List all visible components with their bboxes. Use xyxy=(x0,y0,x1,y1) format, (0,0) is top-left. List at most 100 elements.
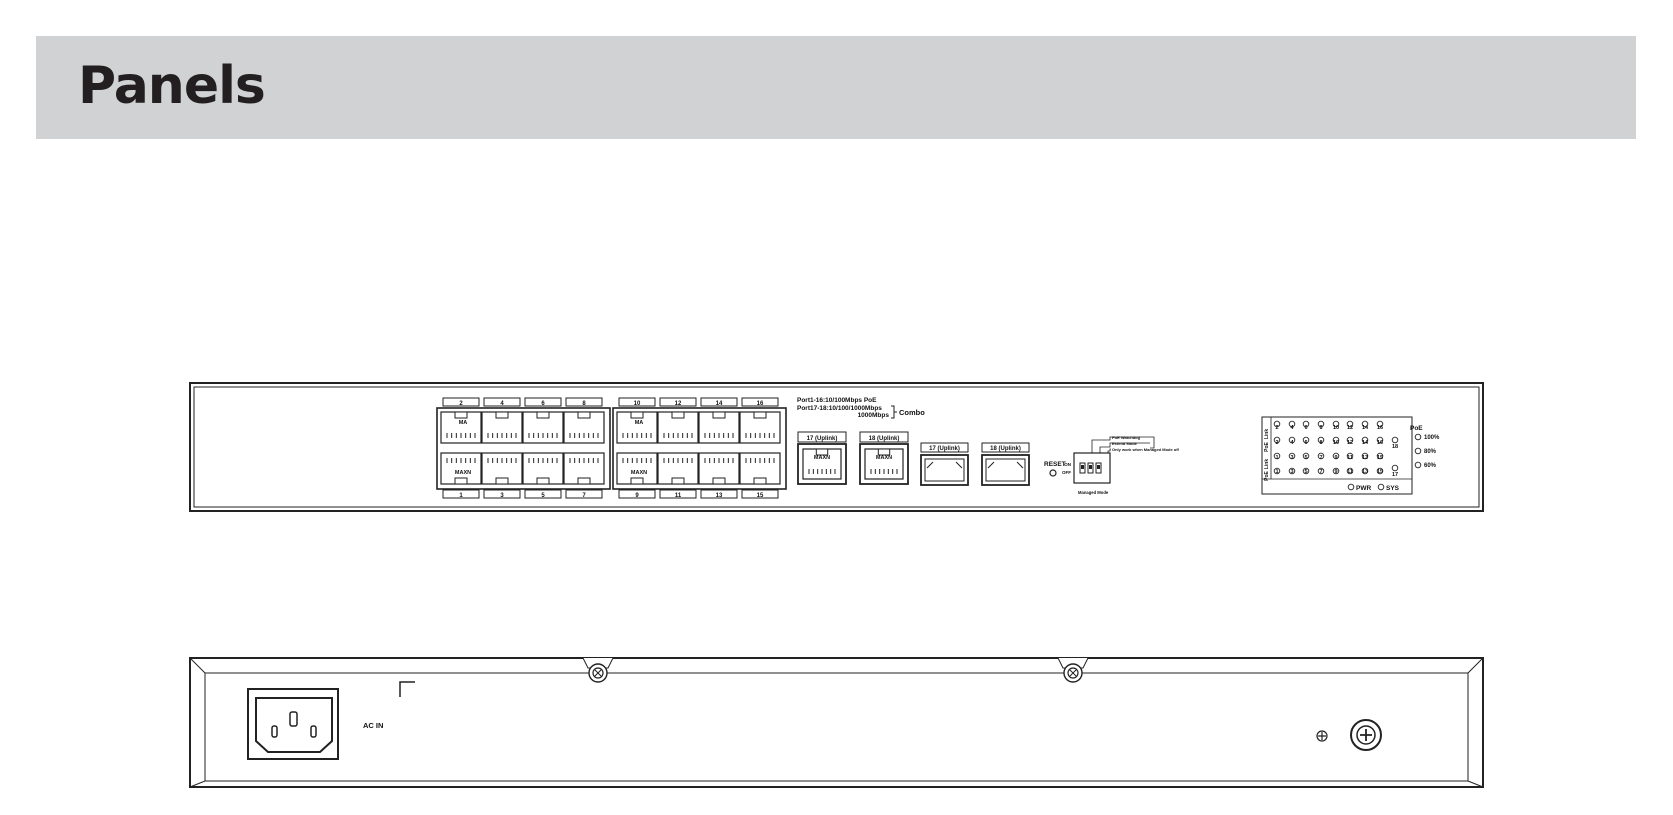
port-led-number: 9 xyxy=(1334,469,1337,475)
led-row-tag: Link xyxy=(1264,429,1270,439)
uplink-rj45-jack-latch xyxy=(815,448,829,456)
port-led-number: 16 xyxy=(1377,440,1383,446)
port-led-number: 15 xyxy=(1377,455,1383,461)
port-led xyxy=(1332,467,1340,475)
uplink-rj45-label-box xyxy=(859,431,909,443)
port-led xyxy=(1376,452,1384,460)
led-row-tag: Link xyxy=(1264,459,1270,469)
port-led-number: 7 xyxy=(1319,469,1322,475)
port-led xyxy=(1361,467,1369,475)
rear-corner-mark xyxy=(399,681,415,697)
port-led xyxy=(1346,436,1354,444)
port-led-number: 6 xyxy=(1304,425,1307,431)
uplink-sfp-label: 17 (Uplink) xyxy=(929,446,960,452)
reset-pinhole xyxy=(1049,469,1057,477)
port-led xyxy=(1317,436,1325,444)
port-led xyxy=(1332,420,1340,428)
port-led-number: 11 xyxy=(1347,455,1353,461)
rj45-port-bottom-latch xyxy=(577,477,591,485)
bottom-port-label: 1 xyxy=(459,493,463,499)
dip-bottom-label: Managed Mode xyxy=(1078,490,1109,495)
title-banner: Panels xyxy=(36,36,1636,139)
bottom-port-label-box xyxy=(565,489,603,499)
sys-led xyxy=(1377,483,1385,491)
port-block-right xyxy=(612,407,787,490)
top-port-label-box xyxy=(700,397,738,407)
bottom-port-label-box xyxy=(700,489,738,499)
port-led-number: 3 xyxy=(1290,455,1293,461)
port-spec-line: 1000Mbps xyxy=(858,412,890,419)
dip-leader-lines xyxy=(1091,436,1155,453)
poe-level-label: 100% xyxy=(1424,435,1440,441)
rj45-mark: MA xyxy=(635,420,644,426)
port-led xyxy=(1332,436,1340,444)
top-port-label-box xyxy=(483,397,521,407)
rj45-port-bottom-latch xyxy=(671,477,685,485)
ac-inlet-pin xyxy=(271,725,278,738)
led-row-tag: PoE xyxy=(1264,470,1270,480)
top-port-label-box xyxy=(659,397,697,407)
uplink-sfp-cage xyxy=(924,458,965,482)
port-led xyxy=(1288,436,1296,444)
bottom-port-label: 5 xyxy=(541,493,545,499)
port-led-number: 5 xyxy=(1304,455,1307,461)
dip-switch-knob xyxy=(1089,465,1092,469)
port-led xyxy=(1376,436,1384,444)
rj45-port-top-latch xyxy=(536,411,550,419)
combo-label: Combo xyxy=(899,408,925,417)
port-led-number: 3 xyxy=(1290,469,1293,475)
port-led-number: 8 xyxy=(1319,440,1322,446)
port-led xyxy=(1361,452,1369,460)
port-led-number: 7 xyxy=(1319,455,1322,461)
bottom-port-label: 13 xyxy=(716,493,723,499)
top-port-label: 4 xyxy=(500,401,504,407)
rj45-port-bottom-latch xyxy=(495,477,509,485)
port-led-number: 12 xyxy=(1347,425,1353,431)
bottom-port-label: 3 xyxy=(500,493,504,499)
led-row-tag: PoE xyxy=(1264,441,1270,451)
top-port-label: 2 xyxy=(459,401,463,407)
poe-level-led xyxy=(1414,433,1422,441)
port-led-number: 9 xyxy=(1334,455,1337,461)
bottom-port-label: 9 xyxy=(635,493,639,499)
page-title: Panels xyxy=(78,56,266,116)
port-led xyxy=(1317,452,1325,460)
port-led-number: 16 xyxy=(1377,425,1383,431)
port-led-number: 11 xyxy=(1347,469,1353,475)
rj45-port-top-latch xyxy=(630,411,644,419)
pwr-led xyxy=(1347,483,1355,491)
port-led-number: 15 xyxy=(1377,469,1383,475)
dip-on-label: ON xyxy=(1064,462,1071,467)
port-led-number: 2 xyxy=(1275,425,1278,431)
rear-screw-cross xyxy=(1069,669,1077,677)
port-led xyxy=(1302,436,1310,444)
rj45-mark: MAXN xyxy=(455,470,471,476)
bottom-port-label-box xyxy=(659,489,697,499)
port-led xyxy=(1361,436,1369,444)
bottom-port-label-box xyxy=(741,489,779,499)
top-port-label-box xyxy=(524,397,562,407)
uplink-sfp-port xyxy=(981,454,1030,486)
uplink-sfp-cage xyxy=(985,458,1026,482)
port-led xyxy=(1273,452,1281,460)
top-port-label-box xyxy=(741,397,779,407)
uplink-sfp-clip xyxy=(926,461,963,469)
dip-switch-knob xyxy=(1081,465,1084,469)
top-port-label-box xyxy=(565,397,603,407)
top-port-label: 8 xyxy=(582,401,586,407)
rj45-port-bottom-latch xyxy=(630,477,644,485)
port-led-number: 12 xyxy=(1347,440,1353,446)
uplink-rj45-mark: MAXN xyxy=(814,455,830,461)
top-port-label: 6 xyxy=(541,401,545,407)
bottom-port-label: 15 xyxy=(757,493,764,499)
port-block-left xyxy=(436,407,611,490)
uplink-rj45-label: 18 (Uplink) xyxy=(869,436,900,442)
port-led-number: 1 xyxy=(1275,469,1278,475)
port-led xyxy=(1391,464,1399,472)
front-panel-inner-outline xyxy=(193,386,1480,508)
port-led-number: 17 xyxy=(1392,472,1398,478)
port-led-number: 4 xyxy=(1290,440,1294,446)
port-led xyxy=(1346,452,1354,460)
port-led xyxy=(1288,452,1296,460)
sys-label: SYS xyxy=(1386,485,1400,492)
